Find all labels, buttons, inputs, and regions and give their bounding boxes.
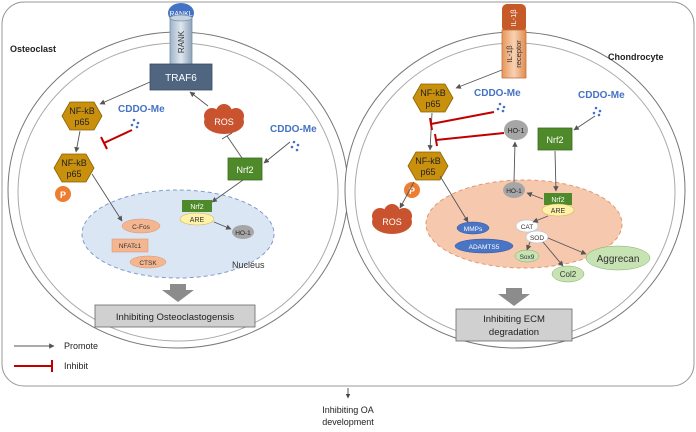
mmps-ellipse: [456, 221, 490, 235]
osteoclast-ho1: [232, 225, 254, 239]
osteoclast-nucleus-nrf2-label: Nrf2: [190, 204, 203, 211]
receptor-label-line2: receptor: [514, 40, 523, 68]
final-line1: Inhibiting OA: [322, 405, 374, 415]
legend-inhibit-label: Inhibit: [64, 361, 89, 371]
osteoclast-ho1-label: HO-1: [235, 230, 251, 237]
osteoclast-outcome-label: Inhibiting Osteoclastogensis: [116, 312, 235, 323]
osteoclast-phospho-label: P: [60, 190, 66, 200]
cat-ellipse: [515, 219, 539, 233]
chondrocyte-nfkb-2-line1: NF-kB: [415, 156, 441, 166]
chondrocyte-nrf2-box: [537, 127, 573, 151]
osteoclast-nfkb-1-line1: NF-kB: [69, 106, 95, 116]
chondrocyte-nucleus-nrf2-label: Nrf2: [551, 197, 564, 204]
final-line2: development: [322, 417, 374, 427]
chondrocyte-phospho-label: P: [409, 186, 415, 196]
osteoclast-cddo-me-right: CDDO-Me: [270, 124, 317, 135]
osteoclast-promote-arrows: [74, 81, 291, 230]
chondrocyte-nfkb-1-line2: p65: [425, 99, 440, 109]
il1b-receptor: [501, 29, 527, 79]
chondrocyte-nucleus-nrf2: [544, 193, 572, 205]
chondrocyte-inhibit-marks: [429, 111, 505, 147]
osteoclast-cddo-dots-left: [130, 118, 140, 129]
cat-label: CAT: [521, 224, 534, 231]
col2-ellipse: [551, 265, 585, 283]
osteoclast-nfkb-hexagon-2: [53, 153, 95, 183]
chondrocyte-promote-arrows: [399, 69, 596, 267]
chondrocyte-cddo-dots-left: [496, 102, 506, 113]
osteoclast-nrf2-box: [227, 157, 263, 181]
osteoclast-are-label: ARE: [190, 217, 205, 224]
nfatc1-label: NFATc1: [119, 243, 142, 250]
chondrocyte-are-label: ARE: [551, 208, 566, 215]
osteoclast-nucleus-label: Nucleus: [232, 260, 265, 270]
chondrocyte-outcome-line1: Inhibiting ECM: [483, 314, 545, 325]
il1b-label: IL-1β: [509, 9, 518, 27]
chondrocyte-ho1-cytoplasm: [504, 120, 528, 140]
osteoclast-ros-cloud: [204, 104, 244, 134]
chondrocyte-nrf2-label: Nrf2: [546, 135, 563, 145]
osteoclast-nrf2-ros-inhibit: [221, 132, 243, 159]
sod-ellipse: [525, 230, 549, 244]
osteoclast-nfkb-2-line2: p65: [66, 169, 81, 179]
chondrocyte-label: Chondrocyte: [608, 52, 664, 62]
osteoclast-nucleus: [81, 189, 275, 279]
osteoclast-inhibit-marks: [100, 129, 133, 150]
legend-promote-label: Promote: [64, 341, 98, 351]
osteoclast-nucleus-nrf2: [182, 200, 212, 212]
chondrocyte-nucleus-ho1-label: HO-1: [506, 188, 522, 195]
ctsk-ellipse: [129, 255, 167, 269]
osteoclast-nrf2-label: Nrf2: [236, 165, 253, 175]
cfos-label: C-Fos: [132, 224, 150, 231]
rankl-label: RANKL: [169, 11, 192, 18]
osteoclast-nfkb-hexagon-1: [61, 101, 103, 131]
mmps-label: MMPs: [464, 226, 483, 233]
chondrocyte-nucleus-ho1: [503, 182, 525, 198]
chondrocyte-are: [541, 203, 575, 217]
chondrocyte-ros-label: ROS: [382, 217, 402, 227]
chondrocyte-ros-cloud: [372, 204, 412, 234]
sox9-label: Sox9: [520, 254, 535, 261]
osteoclast-label: Osteoclast: [10, 44, 56, 54]
aggrecan-label: Aggrecan: [597, 254, 640, 265]
osteoclast-are: [179, 212, 215, 226]
chondrocyte-outcome-box: [455, 308, 573, 342]
chondrocyte-nfkb-1-line1: NF-kB: [420, 88, 446, 98]
traf6-box: [149, 63, 213, 91]
osteoclast-cddo-me-left: CDDO-Me: [118, 104, 165, 115]
osteoclast-ros-label: ROS: [214, 117, 234, 127]
osteoclast-nfkb-1-line2: p65: [74, 117, 89, 127]
adamts5-label: ADAMTS5: [469, 244, 500, 251]
chondrocyte-outcome-arrow: [498, 288, 530, 306]
chondrocyte-cddo-dots-right: [592, 106, 602, 117]
legend-inhibit-mark: [14, 360, 53, 372]
rank-label: RANK: [177, 30, 186, 53]
chondrocyte-cddo-me-left: CDDO-Me: [474, 88, 521, 99]
receptor-label-line1: IL-1β: [505, 45, 514, 63]
adamts5-ellipse: [454, 238, 514, 254]
osteoclast-cddo-dots-right: [290, 140, 300, 152]
osteoclast-nfkb-2-line1: NF-kB: [61, 158, 87, 168]
cfos-ellipse: [121, 218, 161, 234]
chondrocyte-nfkb-hexagon-2: [407, 151, 449, 181]
traf6-label: TRAF6: [165, 73, 197, 84]
chondrocyte-ho1-cytoplasm-label: HO-1: [508, 128, 525, 135]
chondrocyte-outcome-line2: degradation: [489, 327, 539, 338]
osteoclast-outcome-arrow: [162, 284, 194, 302]
sod-label: SOD: [530, 235, 544, 242]
osteoclast-outcome-box: [94, 304, 256, 328]
chondrocyte-nfkb-hexagon-1: [412, 83, 454, 113]
chondrocyte-nfkb-2-line2: p65: [420, 167, 435, 177]
col2-label: Col2: [560, 270, 577, 279]
aggrecan-ellipse: [585, 245, 651, 271]
ctsk-label: CTSK: [139, 260, 157, 267]
chondrocyte-cddo-me-right: CDDO-Me: [578, 90, 625, 101]
il1b-ligand: [502, 4, 526, 32]
nfatc1-box: [111, 238, 149, 253]
osteoclast-phospho-circle: [55, 186, 71, 202]
